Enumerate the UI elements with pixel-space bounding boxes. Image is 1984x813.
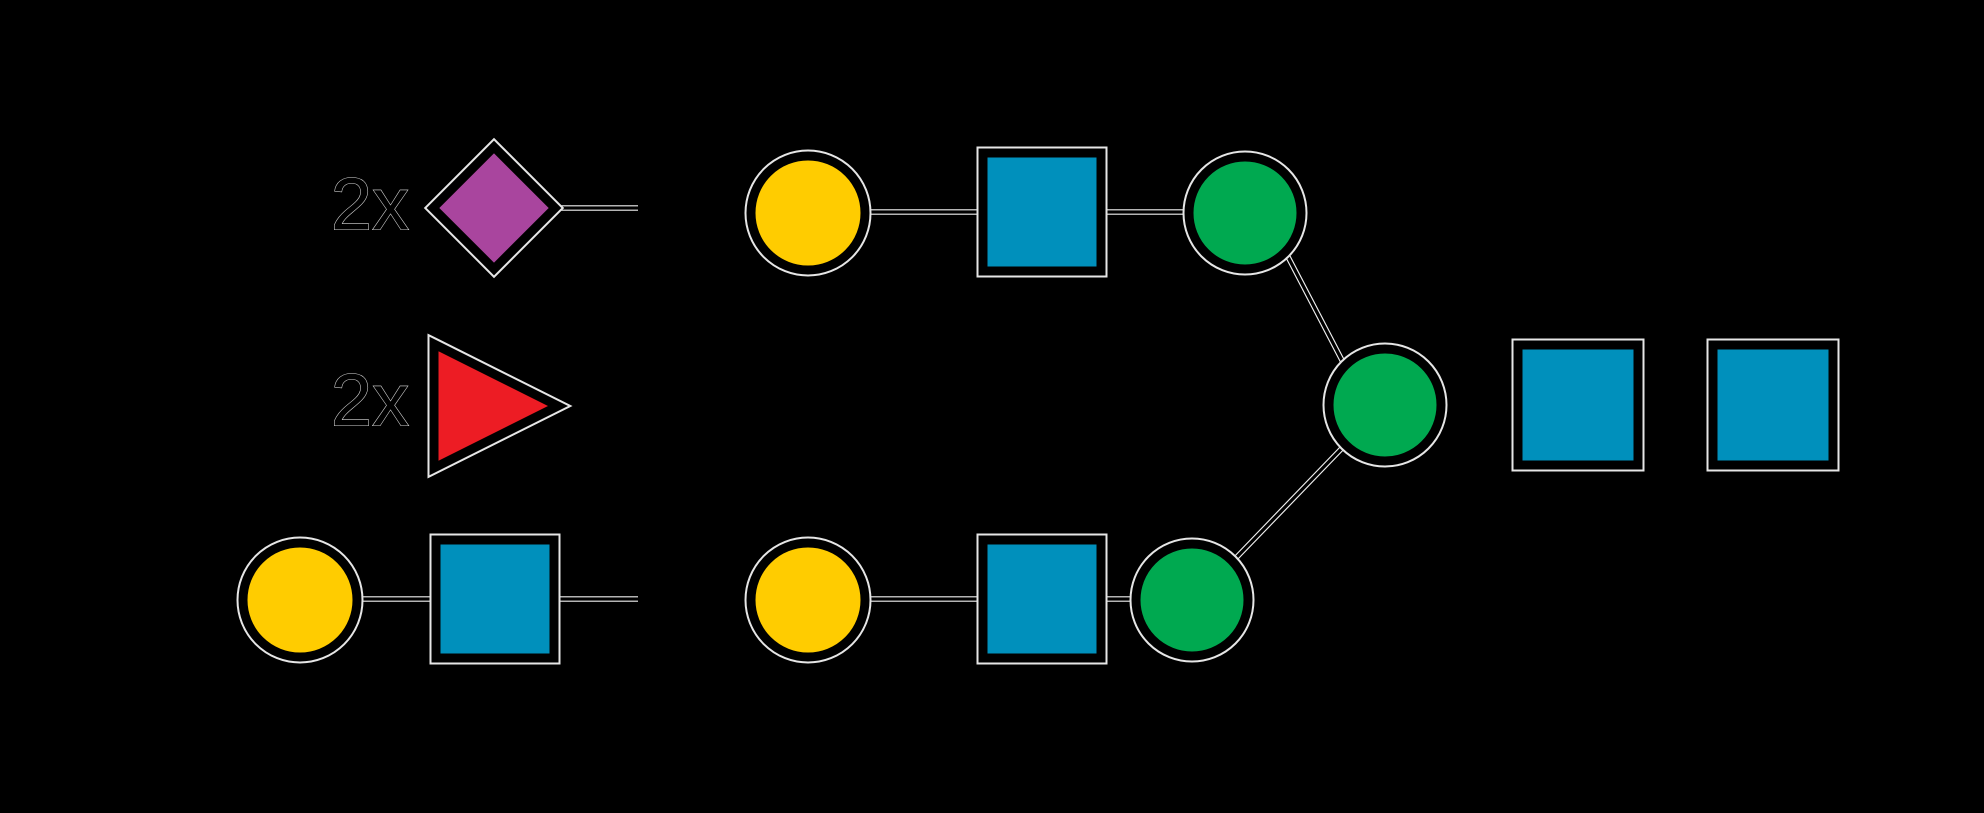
blue-square-bottom-branch[interactable] [976,533,1108,665]
yellow-circle-bottom-left-body [238,538,362,662]
link-green-bottom-to-core-core [1232,443,1347,562]
yellow-circle-bottom-branch[interactable] [744,536,872,664]
blue-square-core-2[interactable] [1706,338,1840,472]
red-triangle-middle[interactable] [427,333,573,479]
green-circle-top-branch[interactable] [1182,150,1308,276]
brace-stroke [659,146,721,664]
blue-square-bottom-branch-body [978,535,1106,663]
nodes-layer [236,137,1840,665]
labels-layer: 2x 2x [330,162,409,442]
purple-diamond-top-body [426,140,562,276]
green-circle-bottom-branch[interactable] [1129,537,1255,663]
blue-square-core-1[interactable] [1511,338,1645,472]
multiplier-middle-label: 2x [331,359,409,442]
brace-group [659,146,721,664]
green-circle-top-branch-body [1184,152,1306,274]
green-circle-bottom-branch-body [1131,539,1253,661]
red-triangle-middle-body [429,336,569,476]
purple-diamond-top[interactable] [423,137,565,279]
yellow-circle-top-branch[interactable] [744,149,872,277]
blue-square-core-2-body [1708,340,1838,470]
multiplier-top-label: 2x [331,163,409,246]
yellow-circle-top-branch-body [746,151,870,275]
link-green-bottom-to-core [1232,443,1347,562]
link-green-top-to-core-core [1284,252,1347,367]
blue-square-bottom-left-body [431,535,559,663]
blue-square-top-branch-body [978,148,1106,276]
green-circle-core-body [1324,344,1446,466]
yellow-circle-bottom-left[interactable] [236,536,364,664]
yellow-circle-bottom-branch-body [746,538,870,662]
green-circle-core[interactable] [1322,342,1448,468]
link-green-top-to-core [1283,251,1348,368]
blue-square-core-1-body [1513,340,1643,470]
brace-halo [662,149,718,661]
blue-square-top-branch[interactable] [976,146,1108,278]
blue-square-bottom-left[interactable] [429,533,561,665]
